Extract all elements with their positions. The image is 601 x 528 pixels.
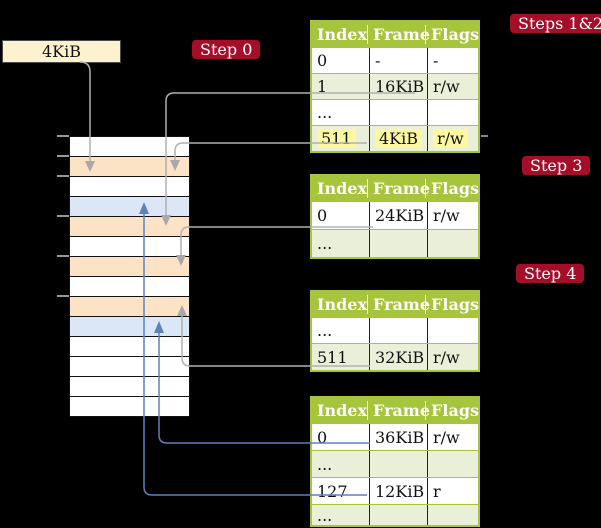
cell (427, 100, 478, 125)
cell: r (427, 478, 478, 504)
cell (369, 451, 427, 477)
cell: 24KiB (369, 202, 427, 229)
table-row: ... (312, 229, 478, 257)
table-header: Index Frame Flags (312, 292, 479, 317)
table-row: ... (312, 99, 478, 125)
memory-row-4 (70, 217, 189, 237)
memory-row-3 (70, 197, 189, 217)
cell: 4KiB (369, 126, 427, 151)
col-frame: Frame (367, 295, 430, 314)
step0-label: Step 0 (192, 40, 261, 59)
table-row: ... (312, 317, 478, 343)
cell (427, 451, 478, 477)
memory-row-9 (70, 317, 189, 337)
table-row: 0 36KiB r/w (312, 423, 478, 450)
table-row: ... (312, 450, 478, 477)
memory-row-1 (70, 157, 189, 177)
cell: 0 (317, 206, 328, 225)
col-frame: Frame (367, 179, 430, 198)
table-row: 511 32KiB r/w (312, 343, 478, 370)
col-flags: Flags (425, 179, 479, 198)
col-index: Index (317, 179, 368, 198)
cell: r/w (427, 74, 478, 99)
cell: ... (317, 321, 333, 340)
table-header: Index Frame Flags (312, 176, 479, 201)
address-tick (57, 135, 69, 137)
address-tick (57, 255, 69, 257)
cell: ... (317, 454, 333, 474)
cell: ... (317, 505, 333, 525)
cell: ... (317, 234, 333, 253)
col-flags: Flags (425, 25, 479, 44)
cell: r/w (427, 344, 478, 370)
cell: ... (317, 103, 333, 122)
cell (427, 505, 478, 525)
memory-row-8 (70, 297, 189, 317)
page-table-step-4: Index Frame Flags ... 511 32KiB r/w (310, 290, 480, 372)
root-frame-box: 4KiB (2, 40, 121, 63)
memory-row-6 (70, 257, 189, 277)
cell: - (427, 48, 478, 73)
col-frame: Frame (367, 25, 430, 44)
cell: 16KiB (369, 74, 427, 99)
col-index: Index (317, 401, 368, 420)
step3-label: Step 3 (522, 156, 591, 175)
address-tick (57, 295, 69, 297)
table-row-highlighted: 511 4KiB r/w (312, 125, 478, 151)
memory-row-12 (70, 377, 189, 397)
step4-label: Step 4 (516, 264, 585, 283)
cell (369, 230, 427, 257)
cell: 1 (317, 77, 328, 96)
col-index: Index (317, 295, 368, 314)
cell (369, 100, 427, 125)
table-row: ... (312, 504, 478, 525)
cell (369, 505, 427, 525)
col-flags: Flags (425, 295, 479, 314)
cell: 511 (312, 126, 369, 151)
cell: r/w (427, 202, 478, 229)
memory-row-11 (70, 357, 189, 377)
steps-1-2-label: Steps 1&2 (510, 14, 601, 33)
page-table-step-3: Index Frame Flags 0 24KiB r/w ... (310, 174, 480, 259)
address-tick (57, 155, 69, 157)
cell: 127 (317, 481, 348, 501)
memory-row-5 (70, 237, 189, 257)
table-row: 127 12KiB r (312, 477, 478, 504)
table-row: 0 24KiB r/w (312, 201, 478, 229)
address-tick (57, 175, 69, 177)
cell: 36KiB (369, 424, 427, 450)
cell (369, 318, 427, 343)
cell: r/w (427, 126, 478, 151)
cell: 0 (317, 427, 328, 447)
table-header: Index Frame Flags (312, 22, 479, 47)
physical-memory-column (69, 136, 190, 417)
page-table-steps-1-2: Index Frame Flags 0 - - 1 16KiB r/w ... … (310, 20, 480, 153)
cell: 511 (317, 347, 348, 367)
address-tick (57, 215, 69, 217)
col-index: Index (317, 25, 368, 44)
cell: 12KiB (369, 478, 427, 504)
cell (427, 230, 478, 257)
table-row: 0 - - (312, 47, 478, 73)
cell: 0 (317, 51, 328, 70)
col-frame: Frame (367, 401, 430, 420)
page-table-final-level: Index Frame Flags 0 36KiB r/w ... 127 12… (310, 396, 480, 527)
memory-row-0 (70, 137, 189, 157)
col-flags: Flags (425, 401, 479, 420)
cell: - (369, 48, 427, 73)
memory-row-7 (70, 277, 189, 297)
cell: r/w (427, 424, 478, 450)
table-row: 1 16KiB r/w (312, 73, 478, 99)
memory-row-10 (70, 337, 189, 357)
cell: 32KiB (369, 344, 427, 370)
cell (427, 318, 478, 343)
memory-row-13 (70, 397, 189, 416)
table-header: Index Frame Flags (312, 398, 479, 423)
memory-row-2 (70, 177, 189, 197)
